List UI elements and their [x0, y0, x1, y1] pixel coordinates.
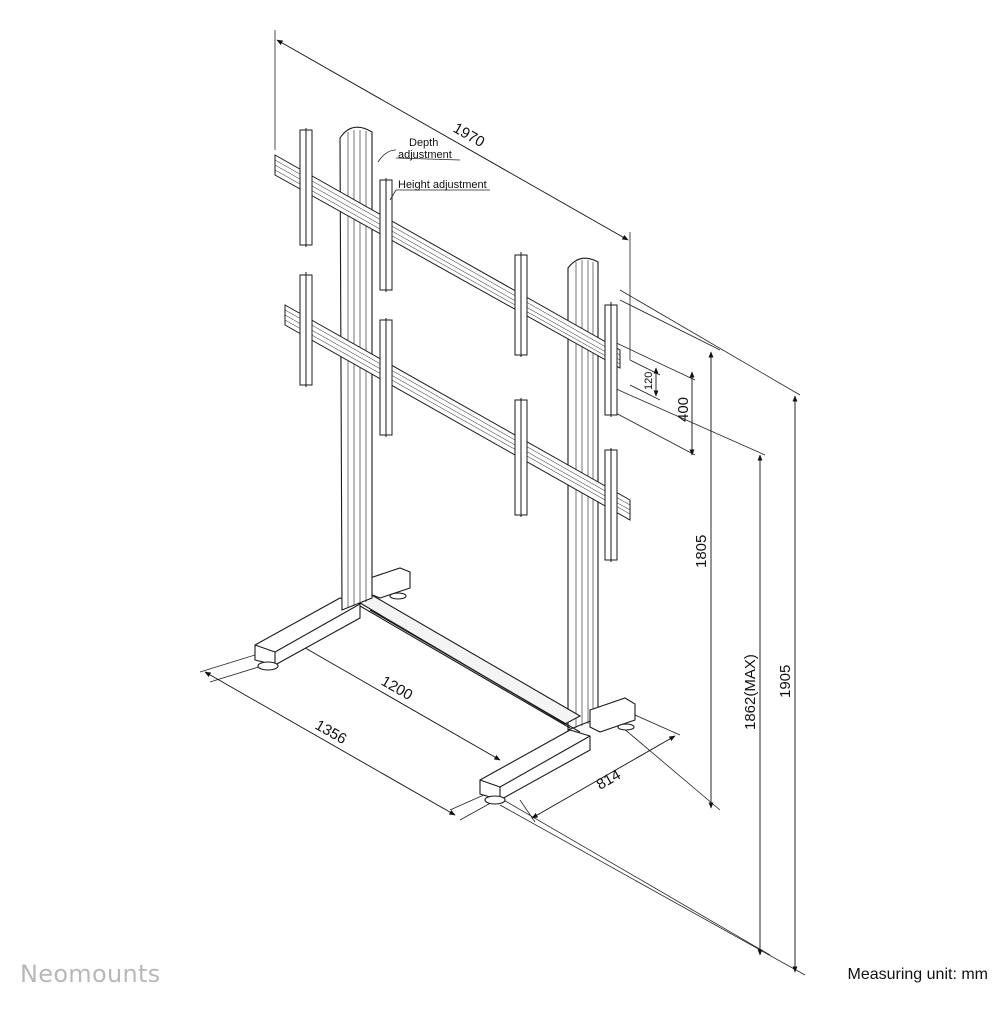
- callout-depth-line1: Depth: [409, 137, 438, 149]
- callout-depth-line2: adjustment: [398, 149, 452, 161]
- dim-label-1200: 1200: [378, 673, 415, 704]
- brand-logo: Neomounts: [20, 960, 161, 988]
- dim-label-814: 814: [594, 766, 624, 793]
- dim-line-814: [531, 735, 676, 819]
- pole-right: [567, 257, 599, 731]
- dim-label-1970: 1970: [450, 120, 487, 151]
- base: [254, 567, 636, 805]
- dim-label-1356: 1356: [312, 717, 349, 748]
- dimension-lines: [204, 39, 798, 973]
- dim-label-120: 120: [643, 372, 655, 390]
- dim-label-1805: 1805: [693, 535, 710, 568]
- dim-line-1356: [204, 671, 456, 816]
- dim-label-400: 400: [675, 397, 692, 422]
- callout-leaders: [377, 149, 490, 201]
- measuring-unit-note: Measuring unit: mm: [847, 966, 989, 983]
- dim-label-1905: 1905: [777, 665, 794, 698]
- brackets: [299, 128, 618, 562]
- dim-label-1862: 1862(MAX): [742, 654, 759, 730]
- dim-line-1970: [276, 39, 629, 241]
- callout-height: Height adjustment: [398, 179, 487, 191]
